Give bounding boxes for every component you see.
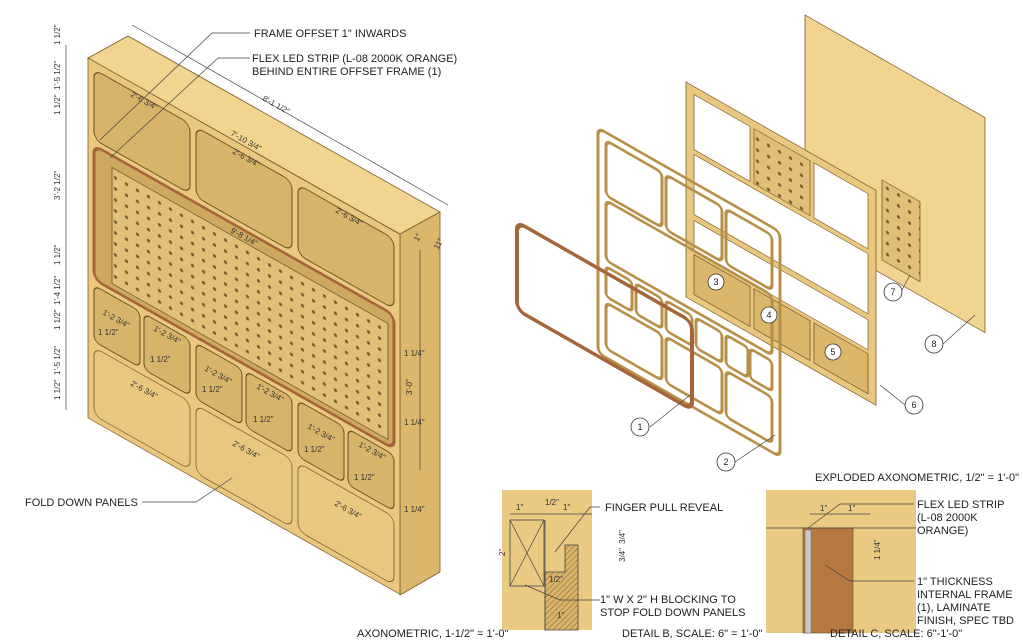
title-detail-b: DETAIL B, SCALE: 6" = 1'-0"	[622, 628, 763, 640]
svg-text:1 1/2": 1 1/2"	[53, 94, 62, 115]
fold-down-panel	[297, 465, 395, 583]
svg-text:5: 5	[830, 347, 835, 357]
note-led-strip: FLEX LED STRIP (L-08 2000K ORANGE)	[252, 53, 457, 65]
svg-text:1 1/2": 1 1/2"	[202, 385, 223, 394]
title-detail-c: DETAIL C, SCALE: 6"-1'-0"	[830, 628, 962, 640]
dim-right-small: 1 1/4"	[404, 349, 425, 358]
svg-text:1 1/4": 1 1/4"	[873, 539, 882, 560]
callout-7: 7	[883, 274, 911, 302]
left-height-dims: 1 1/2" 1'-5 1/2" 1 1/2" 3'-2 1/2" 1 1/2"…	[53, 24, 62, 400]
note-led-strip: BEHIND ENTIRE OFFSET FRAME (1)	[252, 66, 441, 78]
note-led-strip-c: (L-08 2000K	[917, 512, 978, 524]
svg-text:1": 1"	[848, 504, 855, 513]
note-fold-down-panels: FOLD DOWN PANELS	[25, 497, 138, 509]
svg-text:1": 1"	[557, 611, 564, 620]
svg-text:1'-5 1/2": 1'-5 1/2"	[53, 61, 62, 90]
svg-text:1 1/2": 1 1/2"	[150, 355, 171, 364]
title-axonometric: AXONOMETRIC, 1-1/2" = 1'-0"	[357, 628, 509, 640]
part-7-pegboard	[881, 179, 921, 283]
svg-text:1'-5 1/2": 1'-5 1/2"	[53, 346, 62, 375]
note-internal-frame: 1" THICKNESS	[917, 576, 993, 588]
callout-5: 5	[824, 343, 842, 361]
svg-text:1 1/2": 1 1/2"	[53, 244, 62, 265]
note-internal-frame: FINISH, SPEC TBD	[917, 615, 1014, 627]
svg-text:1 1/2": 1 1/2"	[304, 445, 325, 454]
svg-text:7: 7	[890, 287, 895, 297]
svg-text:2": 2"	[498, 549, 507, 556]
svg-text:1'-4 1/2": 1'-4 1/2"	[53, 276, 62, 305]
note-finger-pull: FINGER PULL REVEAL	[605, 502, 723, 514]
fold-down-panel	[93, 350, 191, 467]
svg-text:1 1/2": 1 1/2"	[53, 24, 62, 45]
svg-text:1 1/2": 1 1/2"	[253, 415, 274, 424]
svg-text:8: 8	[931, 339, 936, 349]
detail-b: 1" 1/2" 1" 2" 3/4" 3/4" 1/2" 1" FINGER P…	[498, 490, 763, 640]
svg-text:1/2": 1/2"	[545, 498, 559, 507]
led-strip	[804, 529, 812, 634]
note-internal-frame: INTERNAL FRAME	[917, 589, 1013, 601]
callout-8: 8	[924, 314, 976, 354]
svg-text:2: 2	[723, 457, 728, 467]
callout-6: 6	[879, 384, 924, 415]
axonometric-view: 8'-1 1/2" 7'-10 3/4" 2'-6 3/4" 2'-6 3/4"…	[25, 24, 509, 640]
svg-text:1: 1	[637, 422, 642, 432]
svg-text:1 1/2": 1 1/2"	[98, 328, 119, 337]
svg-text:3/4": 3/4"	[618, 548, 627, 562]
title-exploded: EXPLODED AXONOMETRIC, 1/2" = 1'-0"	[815, 472, 1019, 484]
note-blocking: 1" W X 2" H BLOCKING TO	[600, 594, 736, 606]
svg-text:1": 1"	[516, 503, 523, 512]
callout-4: 4	[760, 306, 778, 324]
note-led-strip-c: FLEX LED STRIP	[917, 499, 1004, 511]
callout-1: 1	[630, 394, 691, 437]
top-cubby	[195, 129, 293, 249]
dim-right-small: 1 1/4"	[404, 505, 425, 514]
dim-right-small: 1 1/4"	[404, 418, 425, 427]
svg-text:3: 3	[713, 277, 718, 287]
svg-text:1/2": 1/2"	[549, 575, 563, 584]
callout-3: 3	[707, 273, 725, 291]
top-cubby	[93, 72, 191, 191]
unit-front-face	[87, 57, 401, 595]
svg-text:1": 1"	[563, 503, 570, 512]
svg-text:4: 4	[766, 310, 771, 320]
detail-c: 1" 1" 1 1/4" FLEX LED STRIP (L-08 2000K …	[766, 490, 1014, 640]
dim-overall-width: 8'-1 1/2"	[261, 94, 291, 116]
svg-text:3/4": 3/4"	[618, 530, 627, 544]
dim-right-3ft: 3'-0"	[405, 379, 414, 395]
svg-text:3'-2 1/2": 3'-2 1/2"	[53, 171, 62, 200]
small-cubbies	[93, 287, 395, 509]
pegboard	[111, 166, 389, 441]
svg-text:1 1/2": 1 1/2"	[354, 473, 375, 482]
note-internal-frame: (1), LAMINATE	[917, 602, 991, 614]
fold-down-panel	[195, 407, 293, 525]
svg-text:1": 1"	[820, 504, 827, 513]
callout-2: 2	[716, 434, 776, 472]
svg-text:1 1/2": 1 1/2"	[53, 309, 62, 330]
svg-text:6: 6	[911, 400, 916, 410]
note-frame-offset: FRAME OFFSET 1" INWARDS	[254, 28, 406, 40]
part-1-led-frame	[515, 223, 694, 409]
dim-depth-1: 1"	[412, 232, 424, 243]
note-blocking: STOP FOLD DOWN PANELS	[600, 607, 745, 619]
svg-text:1 1/2": 1 1/2"	[53, 379, 62, 400]
note-led-strip-c: ORANGE)	[917, 525, 968, 537]
top-cubby	[297, 187, 395, 307]
exploded-view: 1 2 3 4 5 6 7 8 EXPLODED AXONOMETRIC, 1/…	[515, 14, 1019, 484]
